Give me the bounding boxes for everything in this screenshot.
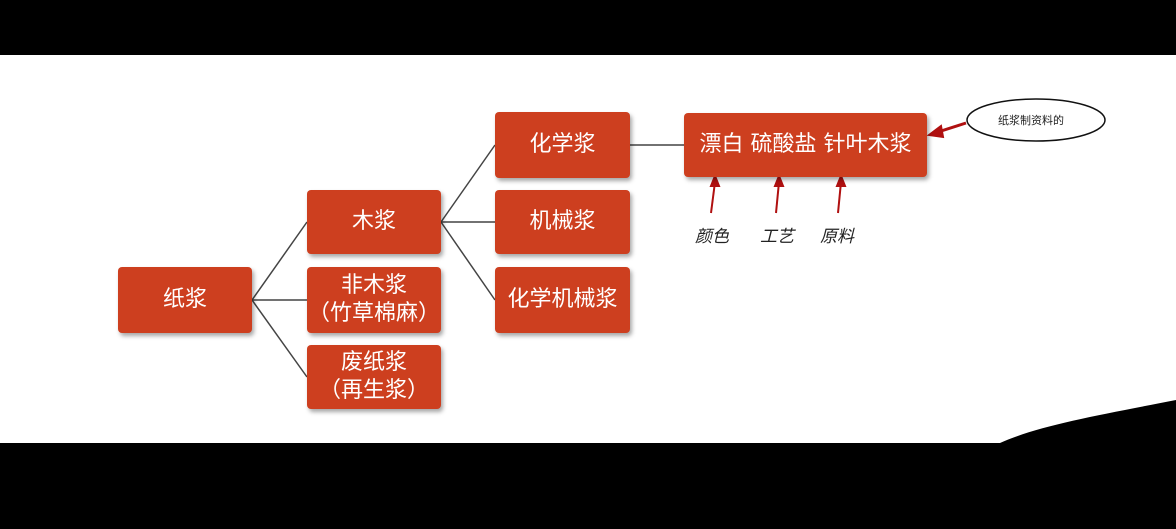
- node-chemical-pulp-label: 化学浆: [529, 132, 596, 157]
- node-product-label: 漂白 硫酸盐 针叶木浆: [699, 132, 912, 157]
- node-wood-pulp-label: 木浆: [351, 209, 396, 234]
- arrowhead-material: [835, 173, 847, 187]
- node-nonwood-pulp: 非木浆 （竹草棉麻）: [307, 267, 441, 333]
- connector-wood-chemical: [440, 144, 496, 223]
- arrow-process: [775, 181, 780, 214]
- arrow-color: [710, 181, 716, 214]
- bottom-letterbox: [0, 443, 1176, 529]
- callout-text: 纸浆制资料的: [998, 114, 1064, 127]
- connector-root-waste: [251, 299, 308, 378]
- annotation-arrows: [709, 121, 967, 214]
- callout-ellipse: [966, 98, 1106, 142]
- top-letterbox: [0, 0, 1176, 55]
- node-nonwood-pulp-label: 非木浆: [340, 273, 407, 298]
- node-waste-pulp-sublabel: （再生浆）: [318, 378, 429, 403]
- node-chemical-pulp: 化学浆: [495, 112, 630, 178]
- node-waste-pulp: 废纸浆 （再生浆）: [307, 345, 441, 409]
- node-nonwood-pulp-sublabel: （竹草棉麻）: [307, 301, 440, 326]
- arrow-material: [837, 181, 842, 214]
- node-mechanical-pulp-label: 机械浆: [529, 209, 596, 234]
- annotation-process: 工艺: [760, 227, 794, 247]
- arrowhead-color: [709, 173, 721, 187]
- arrowhead-callout: [926, 124, 945, 139]
- connector-root-wood: [251, 221, 308, 301]
- node-product: 漂白 硫酸盐 针叶木浆: [684, 113, 927, 177]
- node-waste-pulp-label: 废纸浆: [340, 350, 407, 375]
- node-pulp-label: 纸浆: [162, 287, 207, 312]
- connector-wood-chemimechanical: [440, 221, 496, 301]
- node-wood-pulp: 木浆: [307, 190, 441, 254]
- node-mechanical-pulp: 机械浆: [495, 190, 630, 254]
- annotation-material: 原料: [820, 227, 854, 247]
- brush-stroke-decoration: [1000, 400, 1176, 443]
- arrowhead-process: [773, 173, 785, 187]
- node-chemimechanical-pulp-label: 化学机械浆: [507, 287, 618, 312]
- annotation-color: 颜色: [695, 227, 729, 247]
- node-chemimechanical-pulp: 化学机械浆: [495, 267, 630, 333]
- node-pulp: 纸浆: [118, 267, 252, 333]
